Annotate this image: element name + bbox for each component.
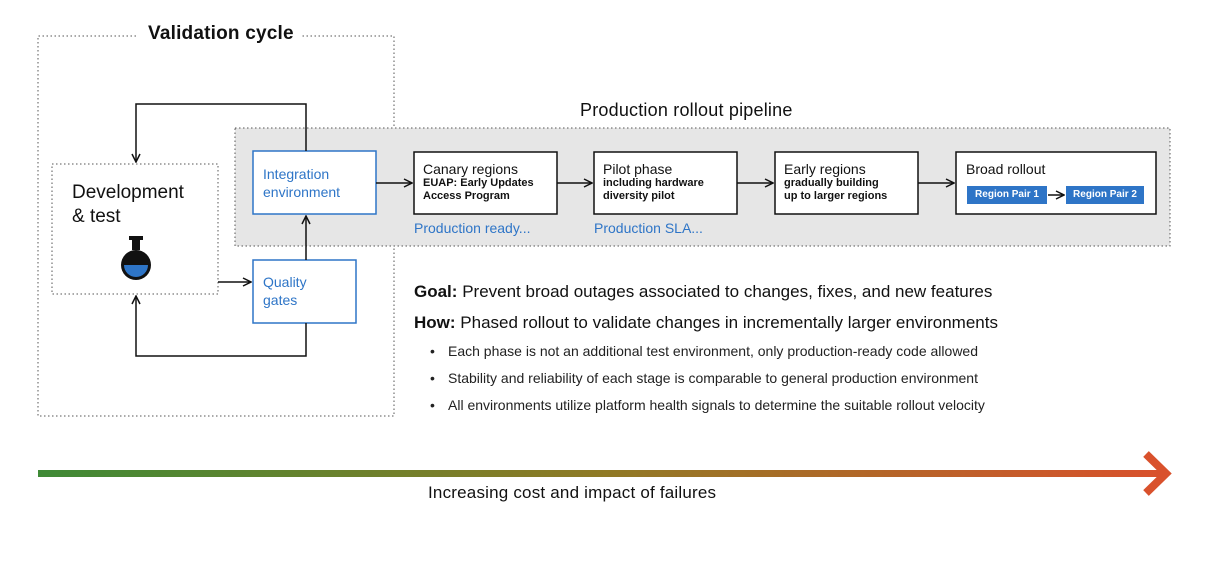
arrow-quality-to-dev xyxy=(136,296,307,357)
how-line: How: Phased rollout to validate changes … xyxy=(414,312,998,334)
bullet-item: •Stability and reliability of each stage… xyxy=(430,370,978,386)
how-label: How: xyxy=(414,313,456,332)
stage-pilot: Pilot phase including hardware diversity… xyxy=(603,161,704,203)
stage-canary-sub-2: Access Program xyxy=(423,190,510,202)
quality-line2: gates xyxy=(263,292,298,308)
cost-axis-label: Increasing cost and impact of failures xyxy=(428,483,717,502)
how-text: Phased rollout to validate changes in in… xyxy=(460,313,998,332)
stage-pilot-title: Pilot phase xyxy=(603,161,673,177)
bullet-text-2: Stability and reliability of each stage … xyxy=(448,370,978,386)
caption-production-sla: Production SLA... xyxy=(594,220,703,236)
pipeline-title: Production rollout pipeline xyxy=(580,100,793,120)
validation-cycle-frame xyxy=(37,35,395,417)
stage-box-early xyxy=(774,151,919,215)
region-pair-1: Region Pair 1 xyxy=(967,186,1047,204)
cost-arrowhead xyxy=(1143,451,1172,496)
region-pair-2: Region Pair 2 xyxy=(1066,186,1144,204)
goal-label: Goal: xyxy=(414,282,458,301)
integration-environment-label: Integration environment xyxy=(263,165,340,201)
goal-line: Goal: Prevent broad outages associated t… xyxy=(414,281,992,303)
stage-broad: Broad rollout xyxy=(966,161,1045,177)
stage-pilot-sub-1: including hardware xyxy=(603,177,704,189)
bullet-item: •All environments utilize platform healt… xyxy=(430,397,985,413)
dev-test-title-line2: & test xyxy=(72,206,121,227)
stage-early-sub-2: up to larger regions xyxy=(784,190,888,202)
quality-gates-label: Quality gates xyxy=(263,273,307,309)
stage-box-pilot xyxy=(593,151,738,215)
integration-environment-box xyxy=(252,150,377,215)
validation-cycle-title: Validation cycle xyxy=(140,23,302,45)
integration-line2: environment xyxy=(263,184,341,200)
stage-canary-sub-1: EUAP: Early Updates xyxy=(423,177,534,189)
stage-pilot-sub-2: diversity pilot xyxy=(603,190,675,202)
stage-broad-title: Broad rollout xyxy=(966,161,1046,177)
bullet-item: •Each phase is not an additional test en… xyxy=(430,343,978,359)
goal-text: Prevent broad outages associated to chan… xyxy=(462,282,993,301)
caption-production-ready: Production ready... xyxy=(414,220,531,236)
stage-early-sub-1: gradually building xyxy=(784,177,879,189)
bullet-text-3: All environments utilize platform health… xyxy=(448,397,985,413)
stage-canary-title: Canary regions xyxy=(423,161,518,177)
cost-gradient-bar xyxy=(38,470,1162,477)
quality-gates-box xyxy=(252,259,357,324)
stage-early-title: Early regions xyxy=(784,161,866,177)
stage-canary: Canary regions EUAP: Early Updates Acces… xyxy=(423,161,534,203)
bullet-text-1: Each phase is not an additional test env… xyxy=(448,343,978,359)
arrow-integration-to-dev xyxy=(136,103,307,162)
stage-early: Early regions gradually building up to l… xyxy=(784,161,887,203)
flask-icon xyxy=(121,236,151,280)
dev-test-title: Development & test xyxy=(72,181,184,229)
quality-line1: Quality xyxy=(263,274,307,290)
integration-line1: Integration xyxy=(263,166,330,182)
dev-test-title-line1: Development xyxy=(72,182,184,203)
